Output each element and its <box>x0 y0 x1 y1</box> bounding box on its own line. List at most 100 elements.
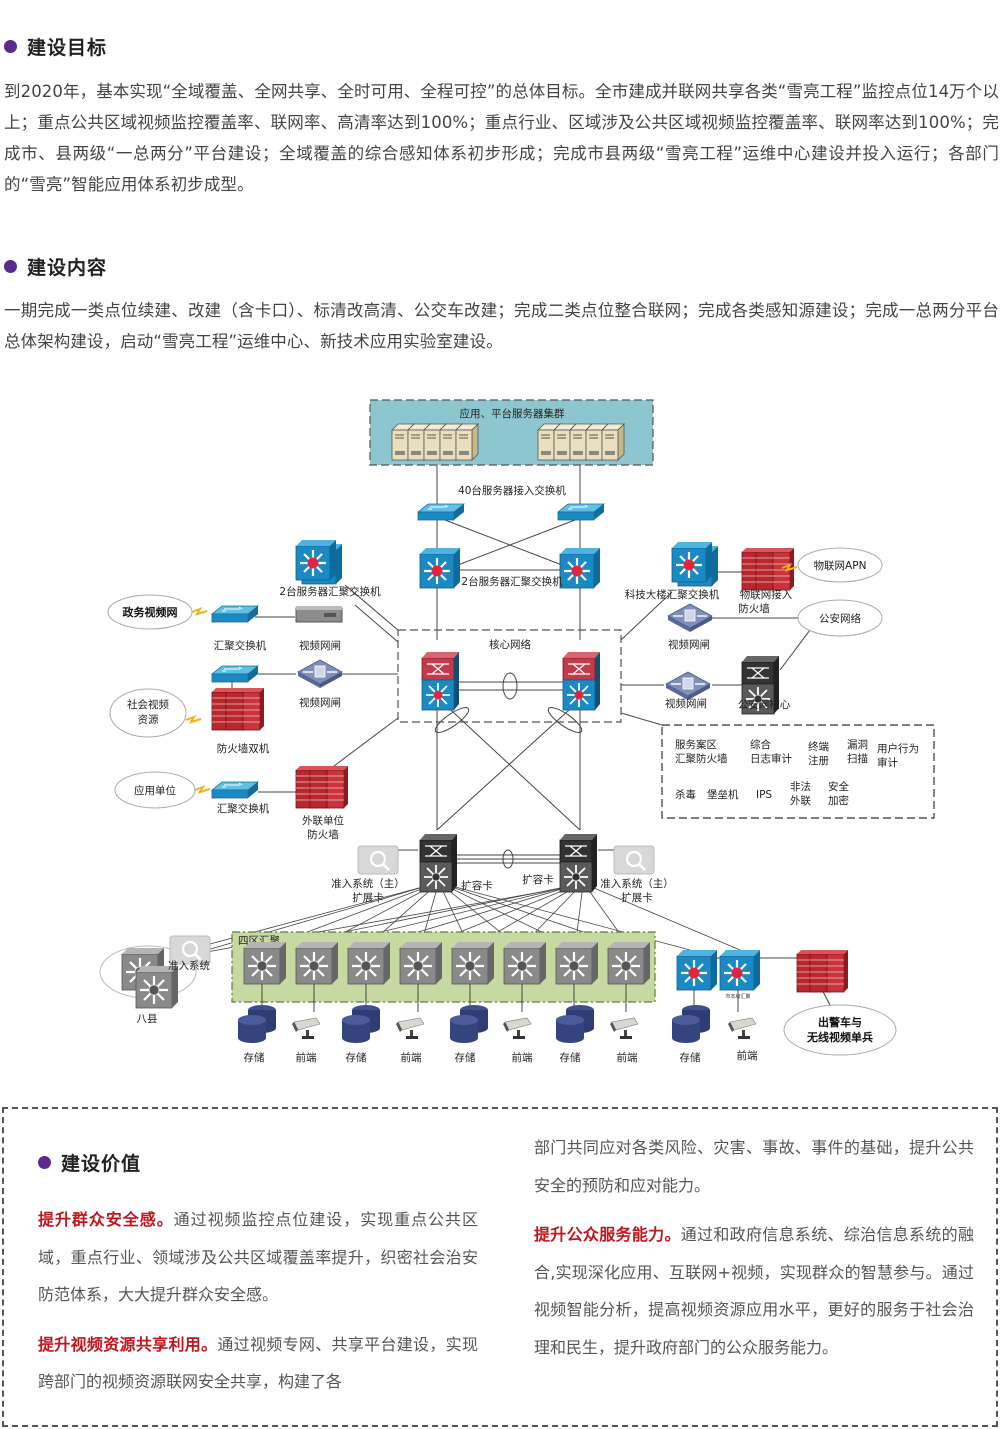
section-content-header: 建设内容 <box>0 253 107 280</box>
agg-switch-1-label: 汇聚交换机 <box>214 639 267 652</box>
cloud-public-security-net: 公安网络 <box>797 599 883 637</box>
county-switch-icon <box>134 964 180 1010</box>
city-agg-switch-icon <box>675 948 719 992</box>
firewall-dual-label: 防火墙双机 <box>217 742 270 755</box>
access-switch-icon <box>557 503 605 521</box>
security-services-zone <box>661 724 935 819</box>
access-switch-label: 40台服务器接入交换机 <box>458 484 566 497</box>
cloud-gov-video-net: 政务视频网 <box>107 594 193 630</box>
frontend-label: 前端 <box>617 1051 638 1064</box>
core-switch-icon <box>421 651 460 711</box>
switch-icon <box>211 665 259 683</box>
cloud-police-car: 出警车与 无线视频单兵 <box>783 1004 897 1056</box>
nac-system-icon <box>356 844 400 876</box>
frontend-label: 前端 <box>737 1049 758 1062</box>
agg-switch-center-label: 2台服务器汇聚交换机 <box>461 575 563 588</box>
camera-icon <box>291 1017 321 1040</box>
storage-icon <box>672 1005 710 1043</box>
firewall-icon <box>809 949 849 993</box>
core-network-zone <box>397 629 622 723</box>
value-column-right: 部门共同应对各类风险、灾害、事故、事件的基础，提升公共安全的预防和应对能力。 提… <box>534 1129 974 1366</box>
core-switch-icon <box>562 651 601 711</box>
svg-text:审计: 审计 <box>877 756 898 769</box>
city-agg-switch-icon <box>718 948 762 992</box>
value-section-box: 建设价值 提升群众安全感。通过视频监控点位建设，实现重点公共区域，重点行业、领域… <box>2 1107 998 1427</box>
content-paragraph: 一期完成一类点位续建、改建（含卡口）、标清改高清、公交车改建；完成二类点位整合联… <box>4 301 999 351</box>
expansion-card-label: 扩容卡 <box>461 879 493 892</box>
agg-switch-2-label: 汇聚交换机 <box>217 802 270 815</box>
svg-text:应用单位: 应用单位 <box>134 784 176 797</box>
iot-fw-label-2: 防火墙 <box>738 602 770 615</box>
nac-right-label-2: 扩展卡 <box>621 891 653 904</box>
storage-label: 存储 <box>455 1051 476 1064</box>
storage-label: 存储 <box>244 1051 265 1064</box>
svg-text:外联: 外联 <box>790 795 811 807</box>
wireless-link-icon <box>194 785 211 794</box>
nac-label: 准入系统 <box>168 959 210 972</box>
cloud-iot-apn: 物联网APN <box>797 547 883 583</box>
svg-text:社会视频: 社会视频 <box>127 698 169 711</box>
svg-text:资源: 资源 <box>138 713 159 726</box>
core-network-label: 核心网络 <box>489 638 531 651</box>
section-title: 建设价值 <box>61 1153 142 1175</box>
agg-switch-icon <box>558 546 602 590</box>
ext-fw-label-2: 防火墙 <box>307 828 339 841</box>
svg-text:杀毒: 杀毒 <box>675 788 696 801</box>
ps-core-label: 公安网核心 <box>738 698 791 711</box>
video-gate-icon <box>665 671 711 701</box>
section-title: 建设内容 <box>27 257 108 279</box>
cloud-social-video: 社会视频 资源 <box>109 688 187 738</box>
value-highlight: 提升视频资源共享利用。 <box>38 1334 218 1354</box>
distribution-core-icon <box>559 833 598 893</box>
cloud-app-unit: 应用单位 <box>114 771 196 809</box>
nac-right-label-1: 准入系统（主） <box>600 877 674 890</box>
eight-counties-label: 八县 <box>137 1013 158 1025</box>
server-group-right <box>537 423 625 461</box>
storage-label: 存储 <box>346 1051 367 1064</box>
link-bundle-marks <box>434 672 583 869</box>
svg-text:堡垒机: 堡垒机 <box>707 788 739 801</box>
video-gate-4-label: 视频网闸 <box>665 697 707 710</box>
nac-system-icon <box>612 844 656 876</box>
camera-icon <box>609 1017 639 1040</box>
value-column-left: 提升群众安全感。通过视频监控点位建设，实现重点公共区域，重点行业、领域涉及公共区… <box>38 1201 478 1401</box>
svg-text:出警车与: 出警车与 <box>818 1015 862 1029</box>
expansion-card-label: 扩容卡 <box>522 873 554 886</box>
section-value-header: 建设价值 <box>34 1149 141 1176</box>
server-cluster-label: 应用、平台服务器集群 <box>460 407 565 420</box>
svg-text:汇聚防火墙: 汇聚防火墙 <box>675 752 728 765</box>
video-gate-3-label: 视频网闸 <box>668 638 710 651</box>
bullet-icon <box>38 1156 51 1169</box>
goal-paragraph: 到2020年，基本实现“全域覆盖、全网共享、全时可用、全程可控”的总体目标。全市… <box>4 82 999 194</box>
svg-text:终端: 终端 <box>808 740 829 753</box>
section-title: 建设目标 <box>27 37 108 59</box>
storage-label: 存储 <box>560 1051 581 1064</box>
storage-icon <box>556 1005 594 1043</box>
agg-switch-icon <box>294 538 338 582</box>
video-gate-server-icon <box>295 606 343 623</box>
storage-icon <box>342 1005 380 1043</box>
video-gate-2-label: 视频网闸 <box>299 696 341 709</box>
svg-text:日志审计: 日志审计 <box>750 752 792 765</box>
agg-switch-icon <box>418 546 462 590</box>
svg-text:物联网APN: 物联网APN <box>814 559 867 572</box>
svg-text:用户行为: 用户行为 <box>877 742 919 755</box>
storage-icon <box>450 1005 488 1043</box>
svg-text:综合: 综合 <box>750 738 771 751</box>
endpoint-links <box>261 984 739 1012</box>
svg-text:非法: 非法 <box>790 780 811 793</box>
value-highlight: 提升公众服务能力。 <box>534 1225 681 1244</box>
value-text: 通过视频专网、共享平台建设，实现跨部门的视频资源联网安全共享，构建了各 <box>38 1334 478 1392</box>
firewall-icon <box>225 687 265 731</box>
svg-text:政务视频网: 政务视频网 <box>123 605 178 619</box>
camera-icon <box>502 1017 532 1040</box>
video-gate-icon <box>667 603 713 633</box>
nac-left-label-2: 扩展卡 <box>352 891 384 904</box>
svg-text:安全: 安全 <box>828 780 849 793</box>
agg-switch-left-label: 2台服务器汇聚交换机 <box>279 585 381 598</box>
wireless-link-icon <box>781 563 798 572</box>
camera-icon <box>395 1017 425 1040</box>
network-architecture-diagram: 应用、平台服务器集群 40台服务器接入交换机 2台服务器汇聚交换机 2台服务器汇… <box>0 380 1000 1080</box>
access-switch-icon <box>417 503 465 521</box>
frontend-label: 前端 <box>512 1051 533 1064</box>
